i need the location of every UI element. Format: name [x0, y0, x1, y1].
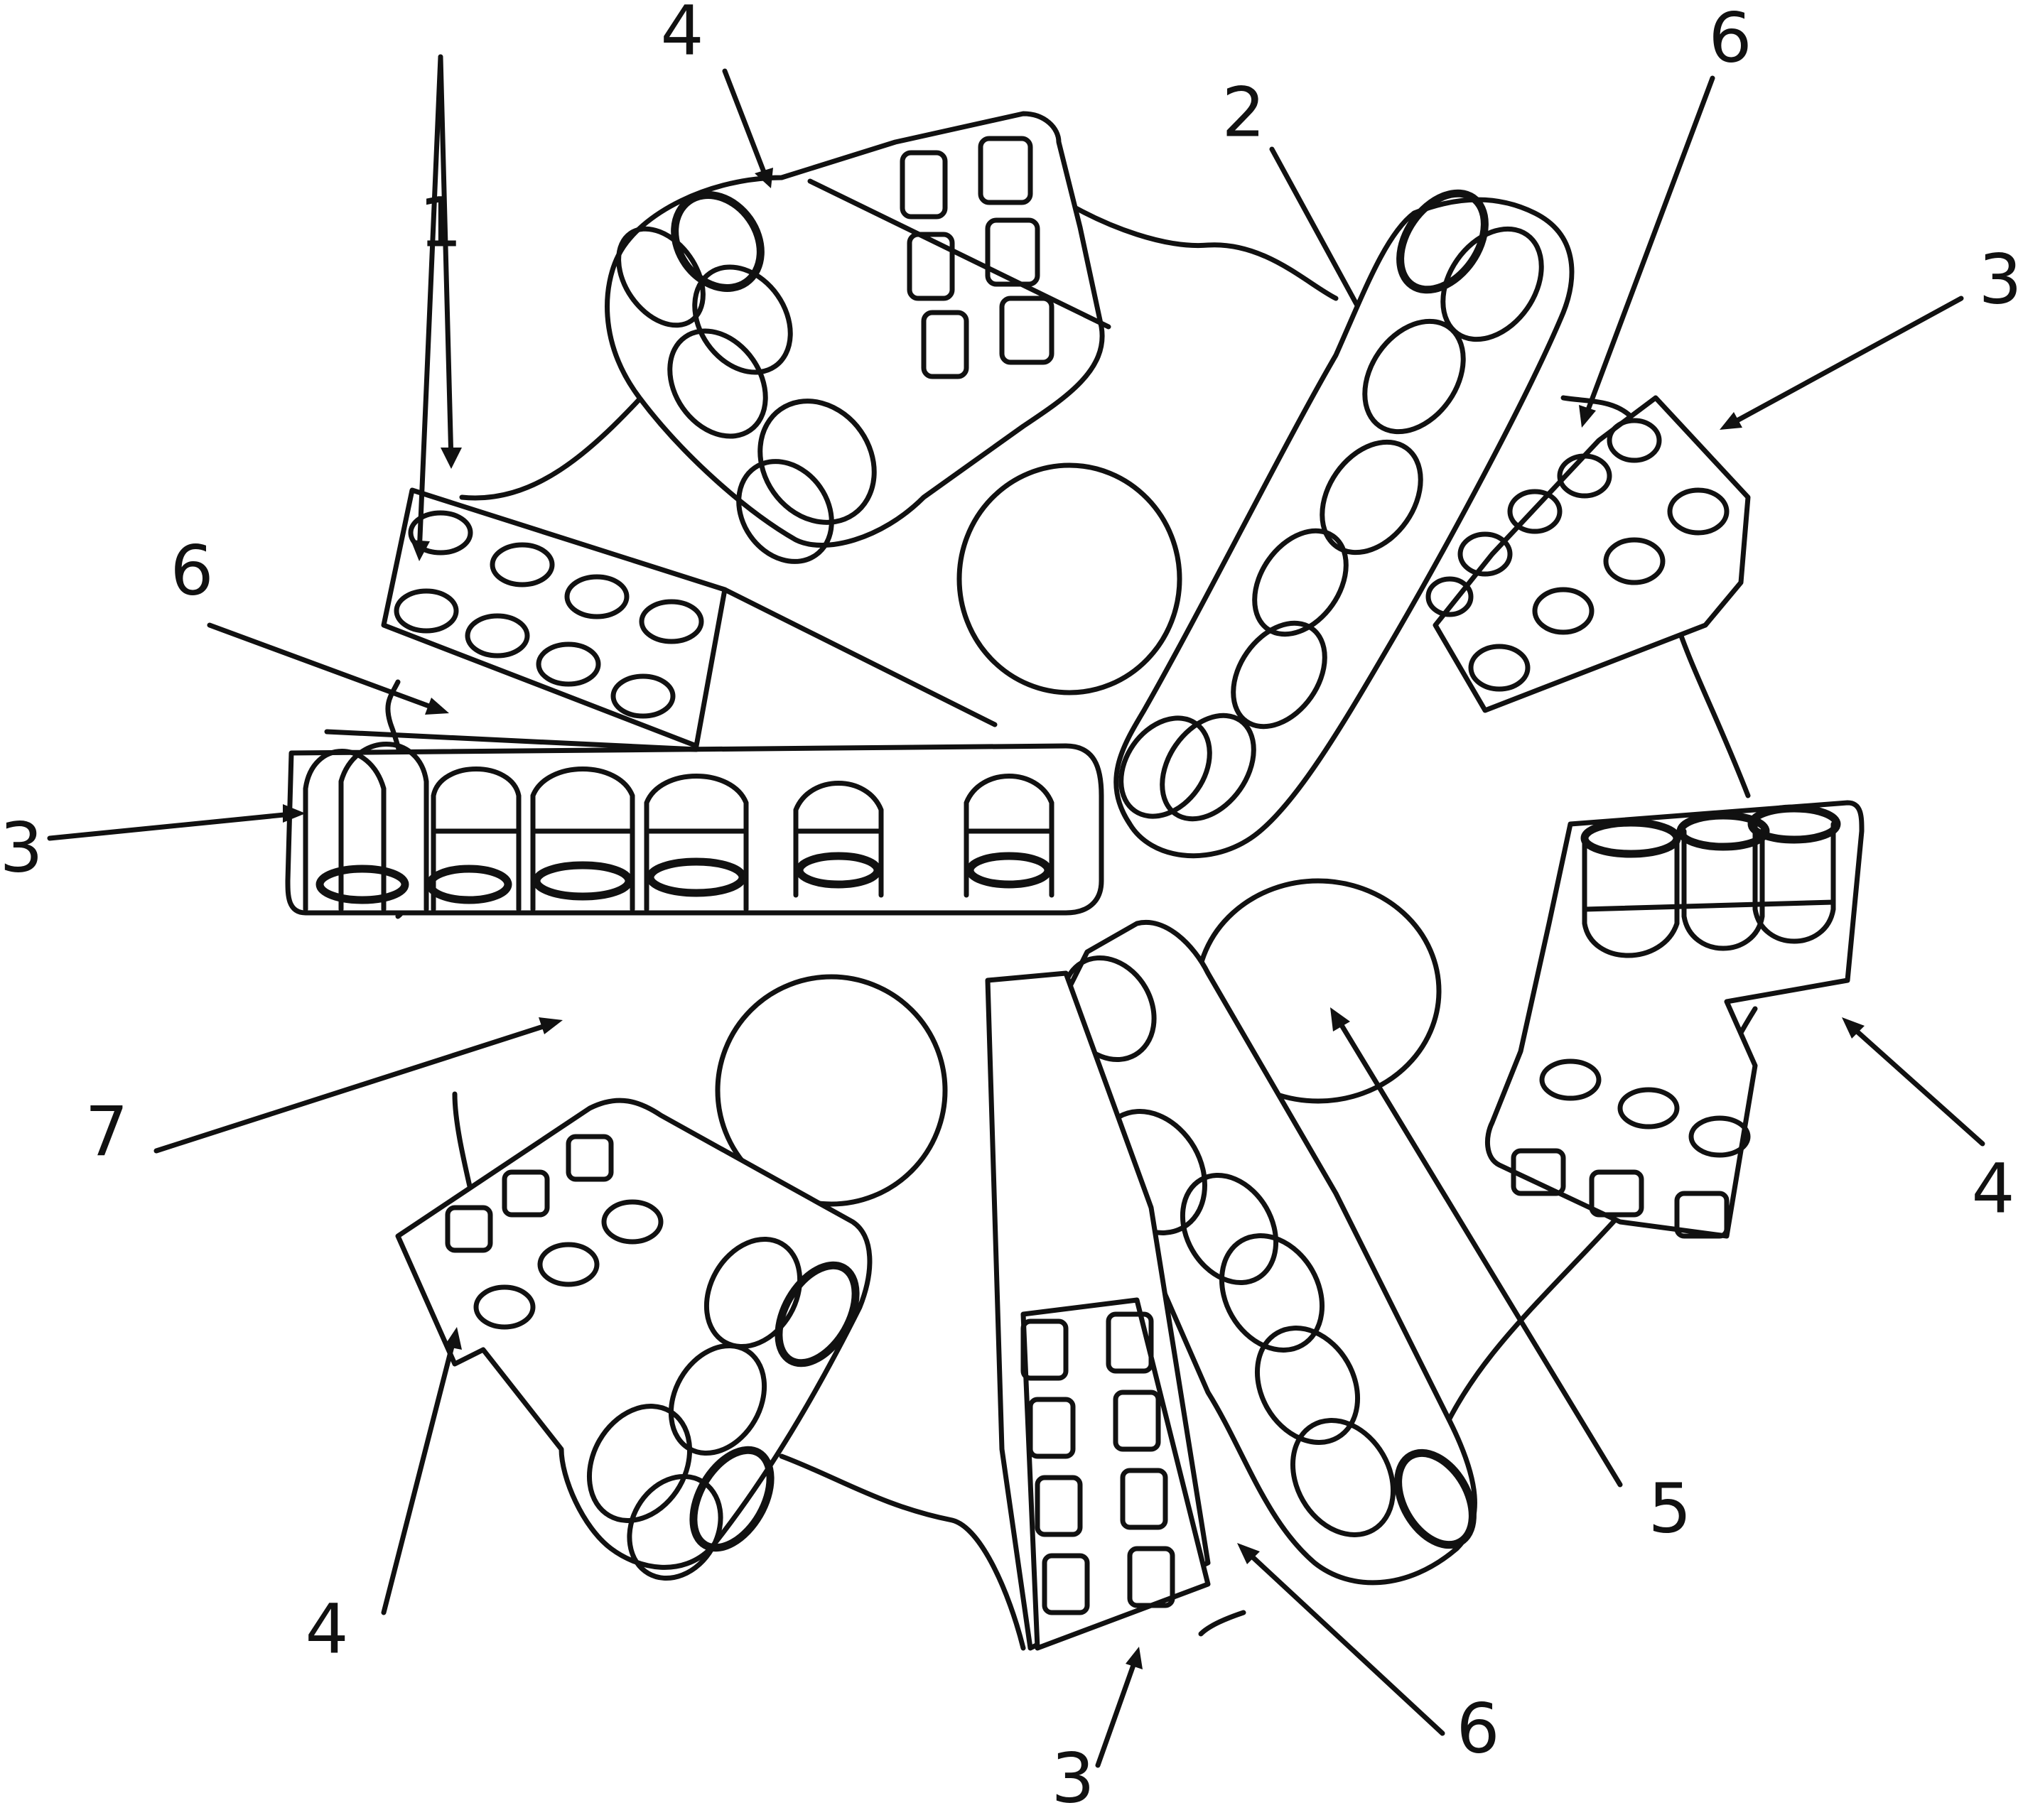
backup-cutters-upper-right [1425, 418, 1730, 692]
label-6-left: 6 [170, 531, 213, 610]
label-1: 1 [419, 183, 462, 262]
label-2: 2 [1221, 72, 1265, 152]
cutter-row-right [1580, 804, 1841, 958]
backup-cutters-top [900, 136, 1054, 379]
cutter-row-left [303, 742, 1054, 912]
blade-left [285, 729, 1104, 916]
label-3-right: 3 [1978, 239, 2022, 319]
blade-bottom [985, 970, 1211, 1651]
blade-right [1484, 800, 1865, 1239]
junk-slot-center [715, 974, 948, 1207]
cutter-row-lower-left [586, 1237, 860, 1581]
blade-lower-left [395, 1098, 873, 1581]
label-5: 5 [1648, 1468, 1691, 1548]
junk-slot-top [956, 462, 1182, 695]
label-7: 7 [85, 1092, 128, 1171]
leader-lines [47, 54, 1985, 1768]
backup-cutters-bottom [1020, 1311, 1175, 1615]
label-6-bottom: 6 [1456, 1689, 1499, 1768]
backup-cutters-lower-left [445, 1134, 664, 1330]
blade-lower-right [1042, 920, 1477, 1586]
blade-top [605, 111, 1111, 564]
cutter-row-upper-right [1118, 189, 1544, 822]
label-4-top: 4 [660, 0, 703, 70]
label-4-right: 4 [1971, 1149, 2014, 1228]
cutter-row-top [616, 191, 877, 564]
label-4-bottom: 4 [305, 1589, 348, 1669]
blade-upper-right [1113, 189, 1751, 859]
blade-upper-left-backup [381, 487, 998, 749]
label-3-bottom: 3 [1051, 1738, 1094, 1818]
backup-cutters-right [1511, 1058, 1751, 1239]
label-6-right: 6 [1708, 0, 1752, 77]
label-3-left: 3 [0, 808, 43, 887]
